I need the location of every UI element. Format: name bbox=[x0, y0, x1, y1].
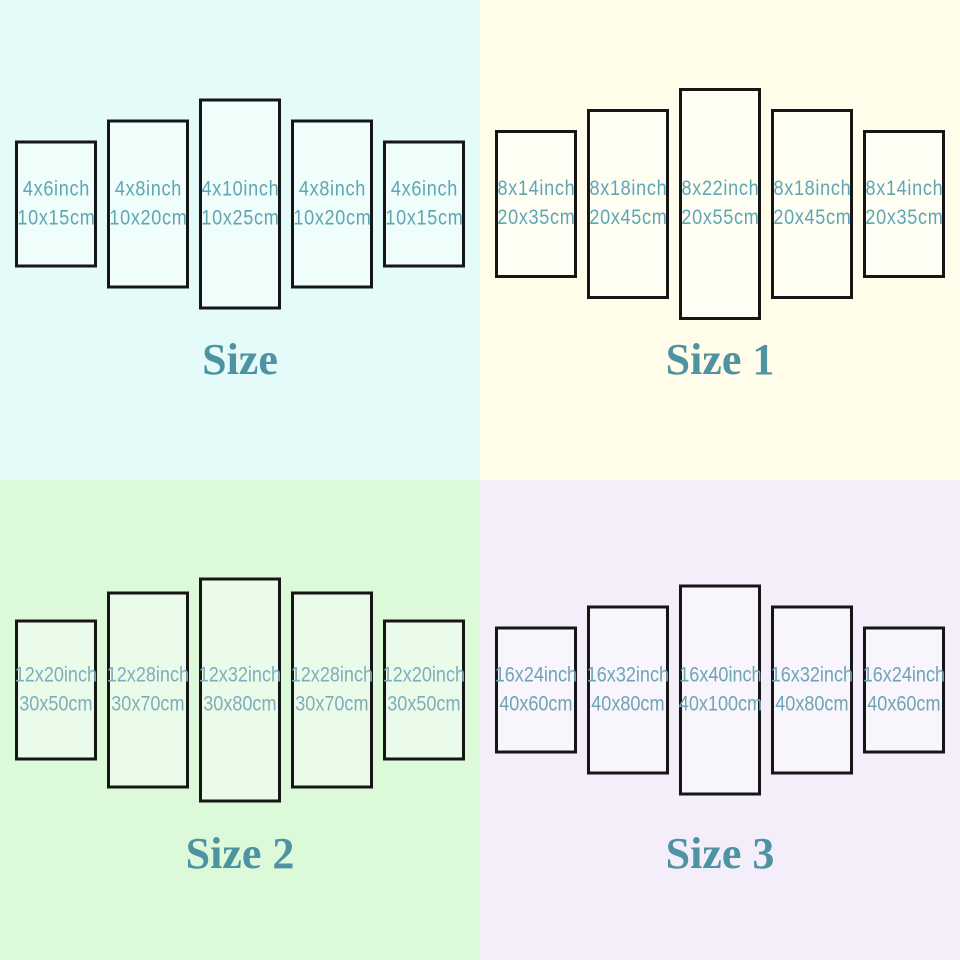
panel-size-label: 12x32inch 30x80cm bbox=[199, 661, 281, 719]
canvas-panel: 4x8inch 10x20cm bbox=[291, 119, 373, 289]
panel-size-inch: 12x28inch bbox=[106, 663, 190, 687]
panel-size-inch: 4x8inch bbox=[298, 177, 366, 201]
panel-group: 16x24inch 40x60cm 16x32inch 40x80cm 16x4… bbox=[495, 584, 945, 796]
panel-size-cm: 10x25cm bbox=[200, 206, 280, 229]
panel-size-cm: 30x80cm bbox=[203, 692, 277, 715]
panel-size-label: 8x14inch 20x35cm bbox=[497, 175, 575, 233]
quadrant-title: Size 1 bbox=[665, 335, 775, 384]
panel-size-inch: 4x6inch bbox=[22, 177, 90, 201]
panel-size-cm: 20x45cm bbox=[772, 206, 852, 229]
panel-size-cm: 20x35cm bbox=[496, 206, 576, 229]
panel-size-label: 16x24inch 40x60cm bbox=[863, 661, 945, 719]
canvas-panel: 12x28inch 30x70cm bbox=[107, 591, 189, 789]
panel-size-label: 16x32inch 40x80cm bbox=[587, 661, 669, 719]
panel-size-cm: 30x70cm bbox=[295, 692, 369, 715]
panel-size-inch: 12x28inch bbox=[290, 663, 374, 687]
panel-size-label: 12x28inch 30x70cm bbox=[291, 661, 373, 719]
canvas-panel: 4x8inch 10x20cm bbox=[107, 119, 189, 289]
canvas-panel: 8x18inch 20x45cm bbox=[587, 109, 669, 299]
panel-size-cm: 10x15cm bbox=[16, 206, 96, 229]
panel-size-cm: 40x60cm bbox=[867, 692, 941, 715]
panel-size-inch: 16x32inch bbox=[586, 663, 670, 687]
canvas-panel: 16x24inch 40x60cm bbox=[495, 626, 577, 754]
panel-size-label: 4x6inch 10x15cm bbox=[17, 175, 95, 233]
panel-size-label: 4x6inch 10x15cm bbox=[385, 175, 463, 233]
panel-size-inch: 4x8inch bbox=[114, 177, 182, 201]
canvas-panel: 4x6inch 10x15cm bbox=[15, 140, 97, 268]
panel-size-cm: 20x55cm bbox=[680, 206, 760, 229]
canvas-panel: 4x6inch 10x15cm bbox=[383, 140, 465, 268]
panel-size-inch: 16x24inch bbox=[862, 663, 946, 687]
panel-size-inch: 8x14inch bbox=[865, 177, 943, 201]
panel-size-label: 8x22inch 20x55cm bbox=[681, 175, 759, 233]
panel-size-cm: 30x50cm bbox=[19, 692, 93, 715]
quadrant-title: Size 3 bbox=[665, 829, 775, 878]
canvas-panel: 16x32inch 40x80cm bbox=[771, 605, 853, 775]
panel-size-cm: 40x80cm bbox=[591, 692, 665, 715]
size-option-quadrant-size-2: 12x20inch 30x50cm 12x28inch 30x70cm 12x3… bbox=[0, 480, 480, 960]
canvas-panel: 12x32inch 30x80cm bbox=[199, 577, 281, 803]
panel-group: 12x20inch 30x50cm 12x28inch 30x70cm 12x3… bbox=[15, 577, 465, 803]
panel-size-cm: 10x15cm bbox=[384, 206, 464, 229]
panel-size-label: 4x8inch 10x20cm bbox=[109, 175, 187, 233]
size-option-quadrant-size-1: 8x14inch 20x35cm 8x18inch 20x45cm 8x22in… bbox=[480, 0, 960, 480]
panel-size-cm: 30x70cm bbox=[111, 692, 185, 715]
panel-size-label: 4x8inch 10x20cm bbox=[293, 175, 371, 233]
canvas-panel: 16x40inch 40x100cm bbox=[678, 584, 762, 796]
canvas-panel: 12x20inch 30x50cm bbox=[383, 619, 465, 761]
panel-group: 4x6inch 10x15cm 4x8inch 10x20cm 4x10inch… bbox=[15, 98, 465, 310]
panel-size-inch: 12x20inch bbox=[14, 663, 98, 687]
quadrant-title: Size bbox=[202, 335, 278, 384]
size-option-quadrant-size: 4x6inch 10x15cm 4x8inch 10x20cm 4x10inch… bbox=[0, 0, 480, 480]
panel-size-label: 12x20inch 30x50cm bbox=[15, 661, 97, 719]
canvas-panel: 16x24inch 40x60cm bbox=[863, 626, 945, 754]
canvas-panel: 12x20inch 30x50cm bbox=[15, 619, 97, 761]
panel-size-cm: 20x45cm bbox=[588, 206, 668, 229]
panel-size-cm: 40x60cm bbox=[499, 692, 573, 715]
panel-size-cm: 20x35cm bbox=[864, 206, 944, 229]
panel-size-inch: 16x32inch bbox=[770, 663, 854, 687]
canvas-panel: 12x28inch 30x70cm bbox=[291, 591, 373, 789]
panel-size-label: 12x28inch 30x70cm bbox=[107, 661, 189, 719]
panel-size-inch: 4x6inch bbox=[390, 177, 458, 201]
canvas-panel: 8x22inch 20x55cm bbox=[679, 88, 761, 320]
panel-size-inch: 12x20inch bbox=[382, 663, 466, 687]
canvas-panel: 8x14inch 20x35cm bbox=[863, 130, 945, 278]
panel-size-inch: 8x18inch bbox=[773, 177, 851, 201]
panel-size-inch: 8x22inch bbox=[681, 177, 759, 201]
panel-size-label: 16x40inch 40x100cm bbox=[678, 661, 761, 719]
quadrant-title: Size 2 bbox=[185, 829, 295, 878]
canvas-panel: 4x10inch 10x25cm bbox=[199, 98, 281, 310]
panel-size-inch: 16x40inch bbox=[678, 663, 762, 687]
panel-size-label: 8x14inch 20x35cm bbox=[865, 175, 943, 233]
panel-size-cm: 40x100cm bbox=[678, 692, 762, 715]
panel-size-label: 4x10inch 10x25cm bbox=[201, 175, 279, 233]
panel-size-label: 12x20inch 30x50cm bbox=[383, 661, 465, 719]
panel-size-inch: 8x18inch bbox=[589, 177, 667, 201]
panel-size-cm: 30x50cm bbox=[387, 692, 461, 715]
canvas-panel: 8x14inch 20x35cm bbox=[495, 130, 577, 278]
panel-size-label: 8x18inch 20x45cm bbox=[589, 175, 667, 233]
panel-size-label: 16x32inch 40x80cm bbox=[771, 661, 853, 719]
canvas-panel: 16x32inch 40x80cm bbox=[587, 605, 669, 775]
panel-size-inch: 12x32inch bbox=[198, 663, 282, 687]
panel-size-inch: 8x14inch bbox=[497, 177, 575, 201]
panel-size-inch: 4x10inch bbox=[201, 177, 279, 201]
canvas-panel: 8x18inch 20x45cm bbox=[771, 109, 853, 299]
panel-size-cm: 10x20cm bbox=[108, 206, 188, 229]
panel-size-cm: 40x80cm bbox=[775, 692, 849, 715]
panel-size-cm: 10x20cm bbox=[292, 206, 372, 229]
panel-size-label: 16x24inch 40x60cm bbox=[495, 661, 577, 719]
size-option-quadrant-size-3: 16x24inch 40x60cm 16x32inch 40x80cm 16x4… bbox=[480, 480, 960, 960]
panel-size-inch: 16x24inch bbox=[494, 663, 578, 687]
panel-size-label: 8x18inch 20x45cm bbox=[773, 175, 851, 233]
panel-group: 8x14inch 20x35cm 8x18inch 20x45cm 8x22in… bbox=[495, 88, 945, 320]
